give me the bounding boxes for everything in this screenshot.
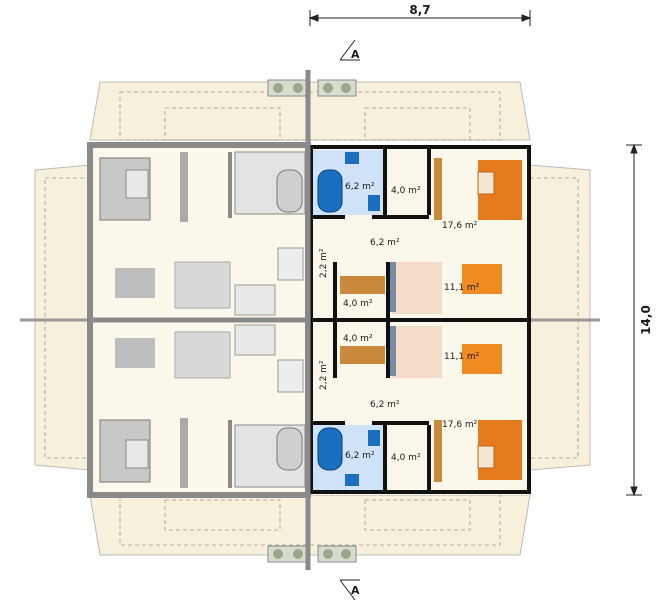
planters [267, 79, 357, 563]
height-dimension [626, 143, 642, 497]
section-marker-top [339, 39, 360, 61]
width-dimension-label: 8,7 [409, 3, 430, 17]
kitchen-tile-bottom [392, 326, 442, 378]
left-unit [87, 142, 311, 498]
height-dimension-label: 14,0 [639, 305, 653, 335]
stair-landing-top [340, 276, 385, 294]
right-unit [309, 145, 531, 494]
room-label-stair-bottom: 2,2 m² [319, 360, 329, 390]
room-label-wc-top: 4,0 m² [391, 186, 421, 196]
section-marker-bottom [339, 579, 360, 601]
room-label-living-bottom: 17,6 m² [442, 420, 478, 430]
room-label-hall-top: 6,2 m² [370, 238, 400, 248]
room-label-living-top: 17,6 m² [442, 221, 478, 231]
kitchen-tile-top [392, 262, 442, 314]
room-label-pantry-bottom: 4,0 m² [343, 334, 373, 344]
room-label-wc-bottom: 4,0 m² [391, 453, 421, 463]
width-dimension [308, 10, 532, 26]
room-label-bathroom-top: 6,2 m² [345, 182, 375, 192]
bathtub-top [317, 169, 343, 213]
section-marker-bottom-label: A [351, 584, 360, 597]
room-label-kitchen-top: 11,1 m² [444, 283, 480, 293]
room-label-kitchen-bottom: 11,1 m² [444, 352, 480, 362]
section-marker-top-label: A [351, 48, 360, 61]
bathtub-bottom [317, 427, 343, 471]
stair-landing-bottom [340, 346, 385, 364]
room-label-stair-top: 2,2 m² [319, 248, 329, 278]
room-label-hall-bottom: 6,2 m² [370, 400, 400, 410]
dining-table-top [462, 264, 502, 294]
dining-table-bottom [462, 344, 502, 374]
room-label-pantry-top: 4,0 m² [343, 299, 373, 309]
room-label-bathroom-bottom: 6,2 m² [345, 451, 375, 461]
